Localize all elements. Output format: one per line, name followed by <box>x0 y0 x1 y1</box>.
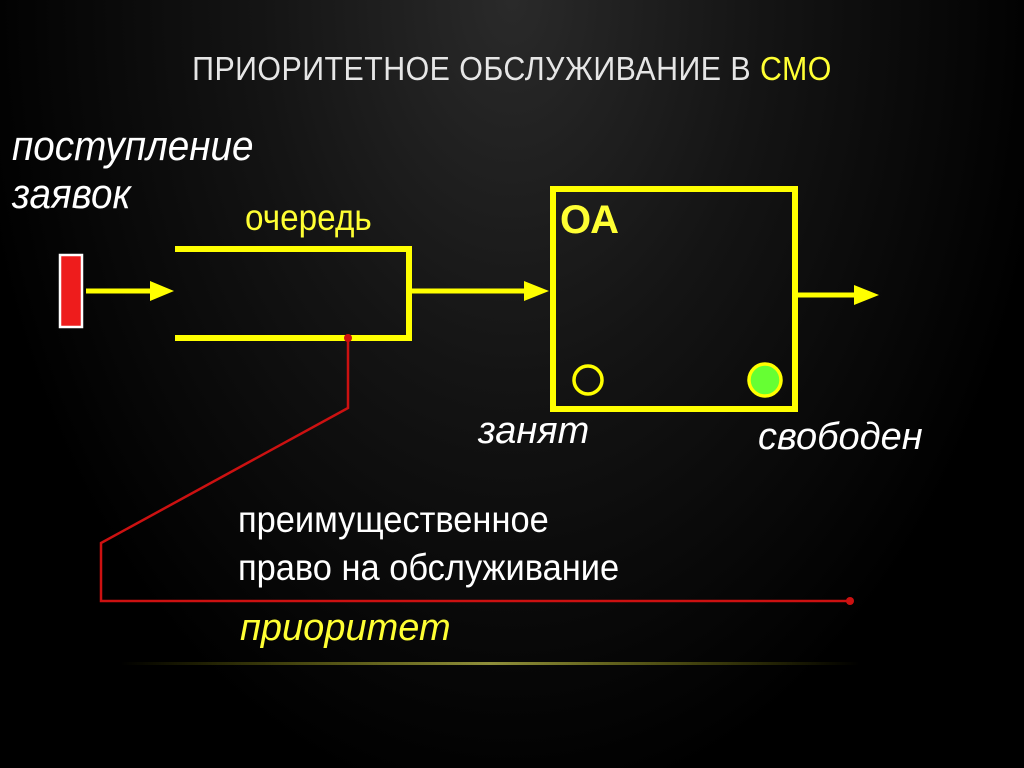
priority-description-line2: право на обслуживание <box>238 547 620 588</box>
priority-description-line1: преимущественное <box>238 499 549 540</box>
request-block <box>58 253 84 329</box>
priority-description: преимущественное право на обслуживание <box>238 496 619 592</box>
priority-connector <box>99 334 854 605</box>
server-box <box>550 186 798 412</box>
queue-channel <box>175 246 412 341</box>
priority-label: приоритет <box>240 607 451 649</box>
title-main: ПРИОРИТЕТНОЕ ОБСЛУЖИВАНИЕ В <box>192 50 760 87</box>
busy-label: занят <box>478 410 590 452</box>
free-label: свободен <box>758 416 923 458</box>
title-accent: СМО <box>759 50 832 87</box>
arrow-into-queue <box>86 281 174 301</box>
busy-indicator <box>572 364 604 396</box>
queue-label: очередь <box>245 197 372 238</box>
free-indicator <box>747 362 783 398</box>
output-arrow <box>795 285 879 305</box>
server-label: ОА <box>560 198 620 242</box>
arrow-queue-to-server <box>412 281 549 301</box>
arrival-label: поступление заявок <box>12 122 254 218</box>
slide-title: ПРИОРИТЕТНОЕ ОБСЛУЖИВАНИЕ В СМО <box>41 50 983 88</box>
glow-divider <box>120 662 860 665</box>
arrival-label-line2: заявок <box>12 170 131 217</box>
arrival-label-line1: поступление <box>12 122 254 169</box>
